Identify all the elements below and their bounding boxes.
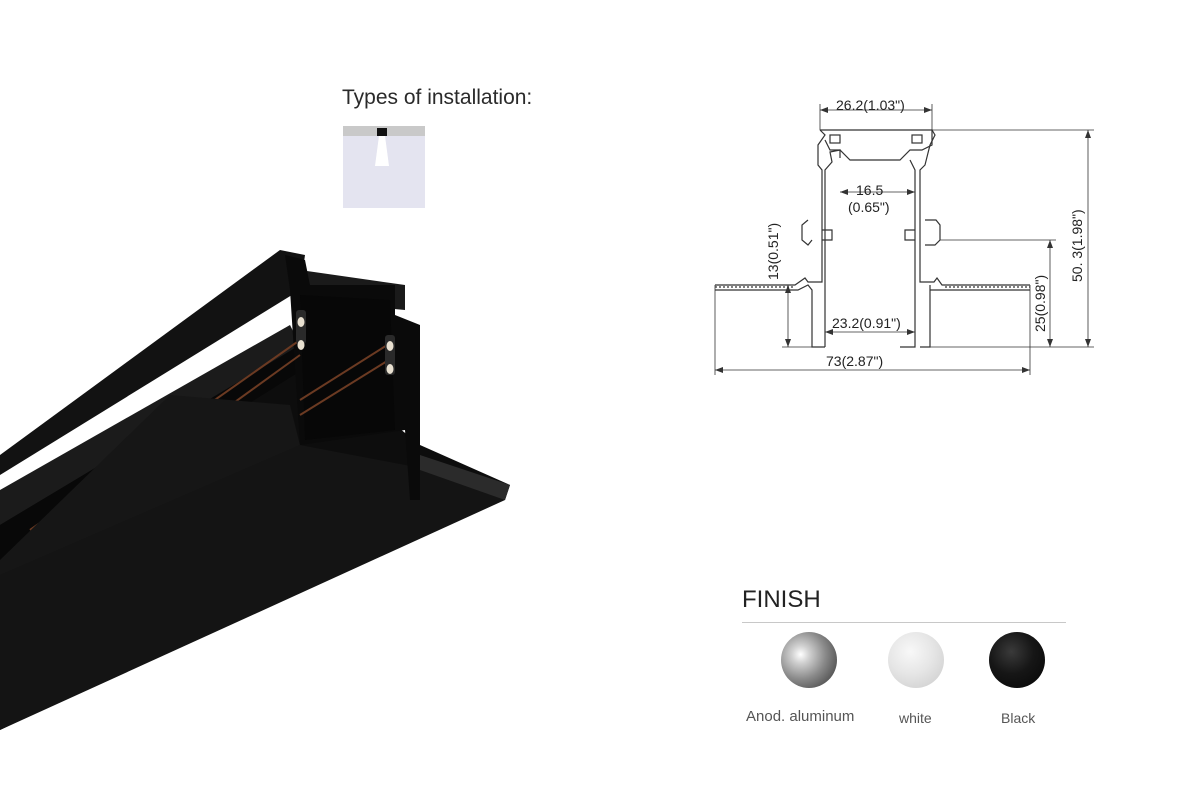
- swatch-label-black: Black: [1001, 710, 1036, 726]
- swatch-label-white: white: [899, 710, 932, 726]
- dim-top-width: 26.2(1.03"): [836, 97, 905, 113]
- cross-section-drawing: 26.2(1.03") 16.5 (0.65") 23.2(0.91") 73(…: [714, 97, 1094, 375]
- dim-total-height: 50. 3(1.98"): [1069, 209, 1085, 282]
- dim-overall-width: 73(2.87"): [826, 353, 883, 369]
- finish-title: FINISH: [742, 586, 821, 613]
- dim-right-height: 25(0.98"): [1032, 275, 1048, 332]
- recessed-installation-icon: [343, 126, 425, 208]
- dim-inner-top: 16.5: [856, 182, 883, 198]
- swatch-label-anodized-aluminum: Anod. aluminum: [746, 708, 855, 725]
- swatch-anodized-aluminum: [781, 632, 837, 688]
- finish-divider: [742, 622, 1066, 623]
- installation-title: Types of installation:: [342, 86, 533, 109]
- dim-inner-top-in: (0.65"): [848, 199, 890, 215]
- dim-inner-bottom: 23.2(0.91"): [832, 315, 901, 331]
- dim-left-height: 13(0.51"): [765, 223, 781, 280]
- track-profile-image: [0, 250, 510, 730]
- swatch-white: [888, 632, 944, 688]
- swatch-black: [989, 632, 1045, 688]
